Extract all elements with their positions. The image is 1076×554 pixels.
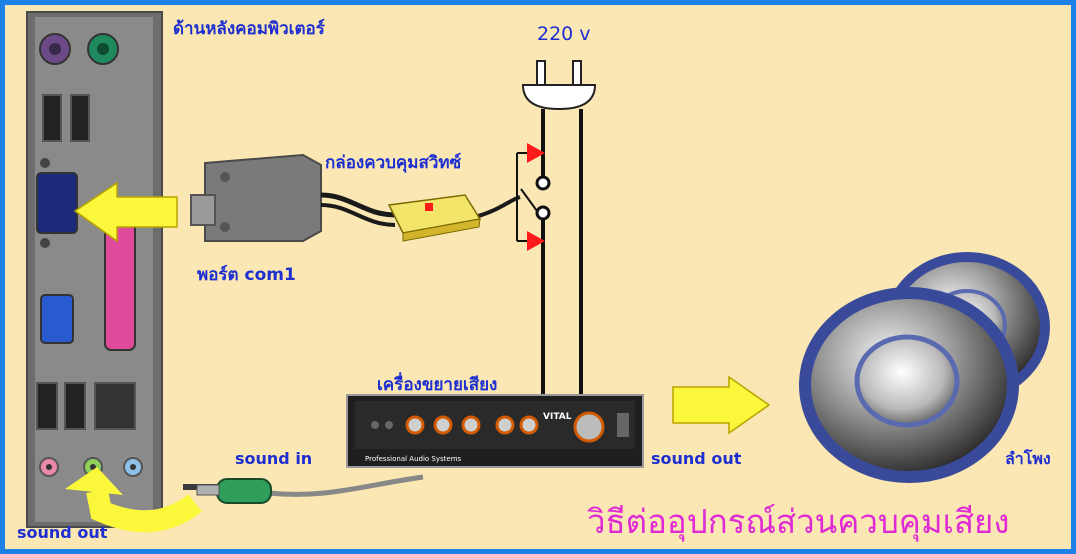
audio-jack-icon	[196, 478, 272, 504]
ethernet-port	[94, 382, 136, 430]
amplifier-caption: Professional Audio Systems	[365, 455, 462, 463]
parallel-port	[104, 219, 136, 351]
voltage-label: 220 v	[537, 23, 591, 45]
computer-back-panel	[26, 11, 163, 528]
power-plug-icon	[521, 60, 597, 111]
curved-arrow-icon	[86, 488, 202, 533]
switch-box-label: กล่องควบคุมสวิทซ์	[325, 153, 462, 173]
amplifier-label: เครื่องขยายเสียง	[377, 375, 498, 395]
speaker-label: ลำโพง	[1005, 449, 1051, 468]
switch-box-icon	[387, 194, 482, 242]
curved-arrowhead-icon	[65, 467, 123, 495]
pointer-icon	[527, 143, 545, 163]
computer-back-label: ด้านหลังคอมพิวเตอร์	[173, 19, 325, 39]
pointer-icon	[527, 231, 545, 251]
usb-port	[36, 382, 58, 430]
amplifier-icon	[346, 394, 644, 468]
usb-port	[70, 94, 90, 142]
com-port-label: พอร์ต com1	[197, 265, 296, 285]
arrow-to-speaker-icon	[672, 375, 771, 435]
serial-com1-port	[36, 172, 78, 234]
diagram-graphics: VITAL Professional Audio Systems	[26, 11, 1050, 533]
usb-port	[64, 382, 86, 430]
page-title: วิธีต่ออุปกรณ์ส่วนควบคุมเสียง	[587, 502, 1010, 541]
vga-port	[40, 294, 74, 344]
switch-contact-icon	[535, 205, 551, 221]
sound-in-label: sound in	[235, 449, 313, 468]
speaker-icon	[799, 252, 1050, 483]
db9-connector-icon	[190, 153, 322, 242]
usb-port	[42, 94, 62, 142]
amplifier-brand: VITAL	[543, 412, 572, 422]
arrow-to-com-port-icon	[73, 181, 178, 243]
sound-out-pc-label: sound out	[17, 523, 108, 542]
switch-contact-icon	[535, 175, 551, 191]
sound-out-amp-label: sound out	[651, 449, 742, 468]
